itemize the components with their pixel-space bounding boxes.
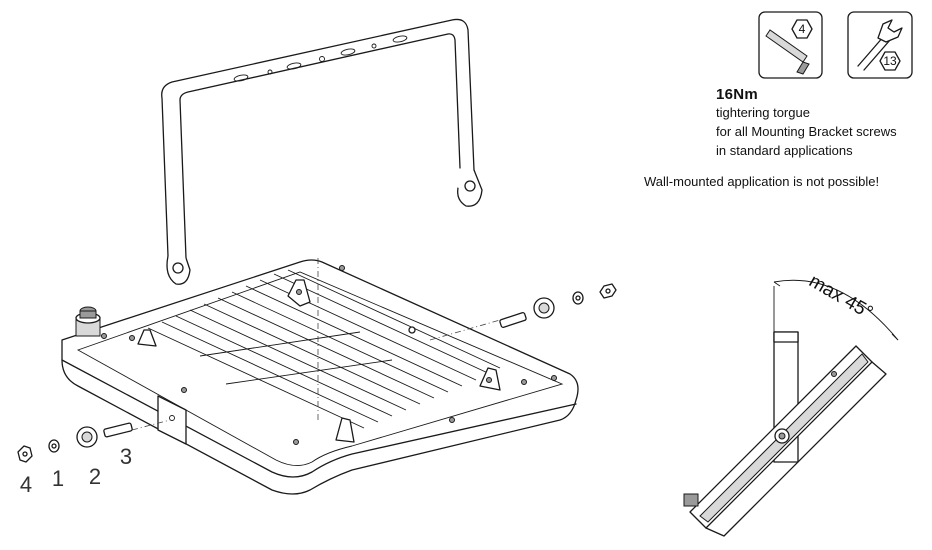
- part-number-3: 3: [120, 444, 132, 469]
- part-number-4: 4: [20, 472, 32, 497]
- mounting-bracket: [161, 18, 483, 285]
- wall-mount-warning: Wall-mounted application is not possible…: [644, 174, 880, 189]
- max-angle-label: max 45°: [805, 271, 876, 324]
- hex-key-tool-icon: 4: [758, 11, 823, 79]
- cooling-fins: [147, 269, 501, 429]
- wrench-size-label: 13: [883, 54, 897, 68]
- luminaire-housing: [61, 259, 579, 495]
- right-fastener-set: [429, 283, 617, 341]
- bolt-part: [103, 422, 133, 438]
- torque-description-line-1: tightering torgue: [716, 105, 810, 120]
- torque-value: 16Nm: [716, 86, 759, 103]
- toothed-washer-part: [76, 426, 98, 448]
- tilt-angle-view: max 45°: [683, 271, 899, 537]
- left-fastener-set: 4 1 2 3: [17, 419, 171, 497]
- hex-key-size-label: 4: [799, 22, 806, 36]
- torque-description-line-3: in standard applications: [716, 143, 853, 158]
- part-number-2: 2: [89, 464, 101, 489]
- cable-gland-icon: [75, 306, 101, 337]
- wrench-tool-icon: 13: [847, 11, 913, 79]
- torque-description-line-2: for all Mounting Bracket screws: [716, 124, 897, 139]
- part-number-1: 1: [52, 466, 64, 491]
